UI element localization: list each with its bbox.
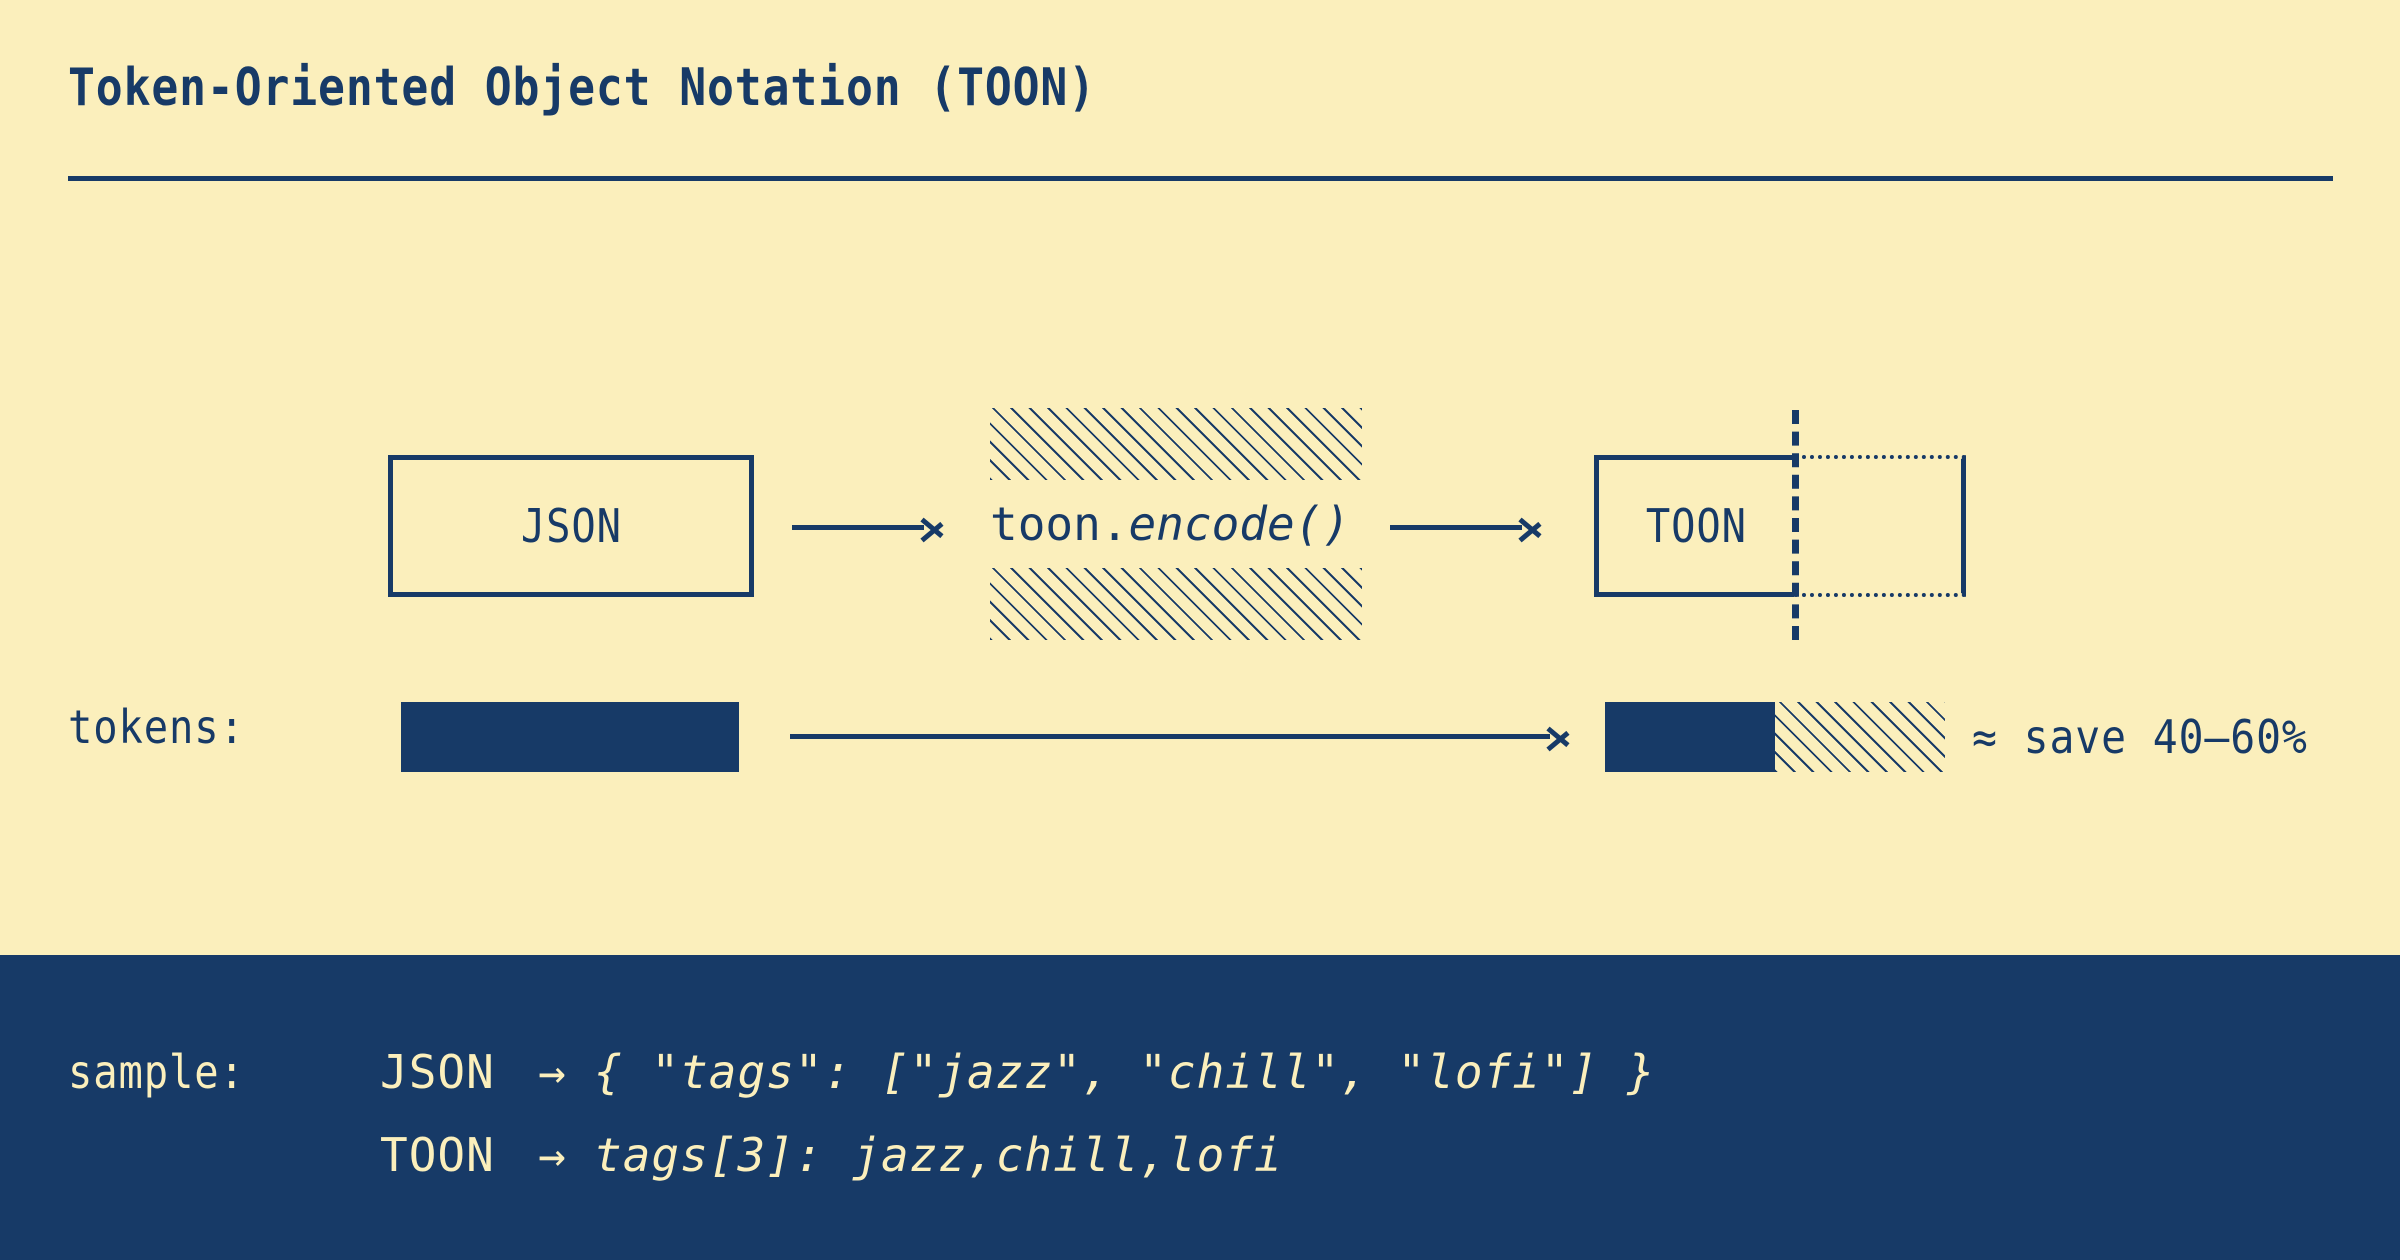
sample-row-arrow-icon: →	[538, 1045, 566, 1099]
arrow-shaft	[792, 525, 924, 530]
arrow-head	[1546, 720, 1576, 754]
tokens-bar-json	[401, 702, 739, 772]
sample-row-kind: JSON	[380, 1045, 495, 1099]
sample-panel	[0, 955, 2400, 1260]
sample-row-toon: TOON → tags[3]: jazz,chill,lofi	[380, 1128, 1283, 1182]
toon-stage: TOON	[1594, 410, 1966, 640]
sample-row-json: JSON → { "tags": ["jazz", "chill", "lofi…	[380, 1045, 1656, 1099]
tokens-bar-toon-saved	[1775, 702, 1945, 772]
sample-row-code: tags[3]: jazz,chill,lofi	[594, 1128, 1283, 1182]
hatch-band-top	[990, 408, 1362, 480]
encoder-stage: toon.encode()	[990, 408, 1362, 640]
encoder-label: toon.encode()	[990, 480, 1362, 568]
arrow-shaft	[1390, 525, 1522, 530]
savings-note: ≈ save 40–60%	[1972, 710, 2308, 764]
toon-box: TOON	[1594, 455, 1794, 597]
sample-label: sample:	[68, 1045, 245, 1099]
tokens-bar-toon-used	[1605, 702, 1775, 772]
json-box-label: JSON	[520, 499, 622, 553]
pipeline-diagram: JSON toon.encode() TOON tokens: ≈ save 4…	[0, 0, 2400, 955]
toon-box-label: TOON	[1645, 499, 1748, 553]
sample-row-code: { "tags": ["jazz", "chill", "lofi"] }	[594, 1045, 1656, 1099]
header-divider	[68, 176, 2333, 181]
encoder-label-italic: encode()	[1128, 497, 1351, 551]
arrow-head	[920, 511, 950, 545]
json-box: JSON	[388, 455, 754, 597]
sample-row-kind: TOON	[380, 1128, 495, 1182]
arrow-shaft	[790, 734, 1550, 739]
hatch-band-bottom	[990, 568, 1362, 640]
encoder-label-literal: toon.	[990, 497, 1129, 551]
arrow-head	[1518, 511, 1548, 545]
toon-divider-line	[1792, 410, 1799, 640]
sample-row-arrow-icon: →	[538, 1128, 566, 1182]
tokens-row-label: tokens:	[68, 700, 245, 754]
page-title: Token-Oriented Object Notation (TOON)	[68, 58, 1097, 118]
toon-reclaimed-space-outline	[1794, 455, 1966, 597]
